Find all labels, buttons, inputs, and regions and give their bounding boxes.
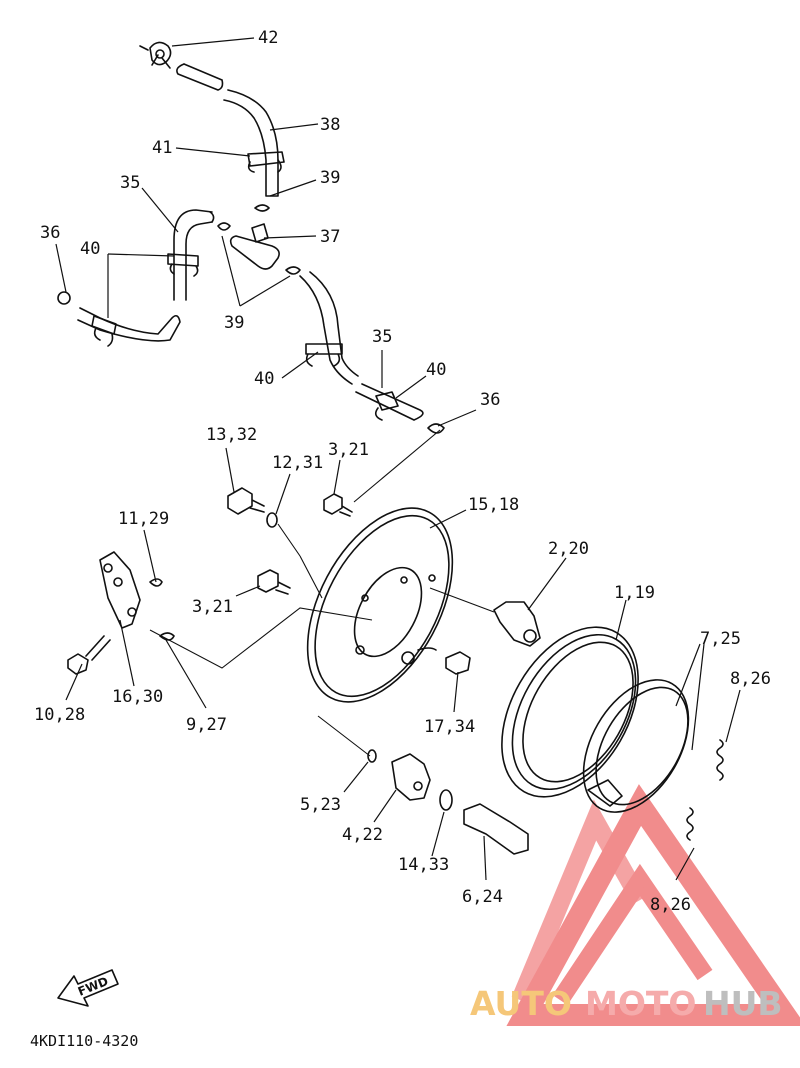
hose-lower-right — [355, 383, 424, 421]
callout-39-lower: 39 — [224, 313, 244, 333]
watermark-logo: AUTO MOTO HUB — [470, 784, 800, 1026]
tee-joint-37 — [229, 223, 280, 270]
camshaft-6-24 — [463, 803, 529, 855]
clamp-41 — [247, 151, 285, 173]
clamp-40-right — [374, 391, 399, 421]
callout-3-21-lower: 3,21 — [192, 597, 233, 617]
brake-backing-plate-15-18 — [306, 507, 454, 703]
washer-14-33 — [439, 789, 453, 811]
clamp-40-mid — [305, 343, 343, 367]
hose-36-left — [77, 307, 181, 342]
clamp-40-lower-left — [91, 315, 117, 347]
brake-arm-11-29-16-30 — [99, 551, 163, 629]
bolt-3-21-upper — [323, 493, 353, 517]
callout-42: 42 — [258, 28, 278, 48]
callout-41: 41 — [152, 138, 172, 158]
callout-12-31: 12,31 — [272, 453, 323, 473]
callout-15-18: 15,18 — [468, 495, 519, 515]
callout-35: 35 — [120, 173, 140, 193]
callout-9-27: 9,27 — [186, 715, 227, 735]
watermark-brand-hub: HUB — [703, 984, 783, 1023]
callout-17-34: 17,34 — [424, 717, 475, 737]
callout-39: 39 — [320, 168, 340, 188]
alignment-lines — [149, 429, 495, 757]
spring-8-26-upper — [716, 739, 724, 781]
callout-7-25: 7,25 — [700, 629, 741, 649]
watermark-triangle-left — [511, 799, 648, 1004]
oring-5-23 — [367, 749, 377, 763]
callout-40-right: 40 — [426, 360, 446, 380]
hose-35-right — [299, 271, 359, 385]
callout-1-19: 1,19 — [614, 583, 655, 603]
pin-9-27 — [159, 632, 175, 641]
watermark-triangle-inner — [552, 863, 713, 1005]
leader-lines — [55, 37, 741, 881]
callout-37: 37 — [320, 227, 340, 247]
clip-36-right — [427, 423, 445, 434]
callout-40-mid: 40 — [254, 369, 274, 389]
callout-36: 36 — [40, 223, 60, 243]
callout-14-33: 14,33 — [398, 855, 449, 875]
watermark-brand-moto: MOTO — [585, 984, 696, 1023]
callout-10-28: 10,28 — [34, 705, 85, 725]
clamp-40-left — [167, 253, 199, 277]
watermark-triangle-outer — [506, 784, 800, 1026]
bolt-13-32 — [227, 487, 265, 515]
bolt-17-34 — [445, 651, 471, 675]
callout-38: 38 — [320, 115, 340, 135]
hose-35-left — [173, 209, 213, 301]
callout-40: 40 — [80, 239, 100, 259]
hose-38 — [223, 89, 279, 197]
callout-5-23: 5,23 — [300, 795, 341, 815]
drawing-code: 4KDI110-4320 — [30, 1032, 138, 1050]
hose-fitting-42 — [139, 41, 172, 69]
watermark-brand-auto: AUTO — [470, 984, 572, 1023]
callout-6-24: 6,24 — [462, 887, 503, 907]
spring-8-26-lower — [686, 807, 694, 841]
callout-8-26-upper: 8,26 — [730, 669, 771, 689]
camshaft-lever-2-20 — [493, 601, 541, 647]
brake-shoes-7-25 — [582, 679, 690, 813]
wear-indicator-4-22 — [391, 753, 431, 801]
callout-4-22: 4,22 — [342, 825, 383, 845]
callout-labels: 42 38 41 39 35 37 36 40 39 35 40 40 36 1… — [34, 28, 771, 915]
breather-hose-assembly — [57, 41, 445, 434]
callout-13-32: 13,32 — [206, 425, 257, 445]
bolt-10-28 — [67, 635, 111, 675]
callout-3-21-upper: 3,21 — [328, 440, 369, 460]
hose-segment-upper — [176, 63, 224, 91]
bolt-3-21-lower — [257, 569, 291, 595]
callout-35-right: 35 — [372, 327, 392, 347]
callout-36-right: 36 — [480, 390, 500, 410]
clip-39-right — [285, 266, 301, 275]
callout-8-26-lower: 8,26 — [650, 895, 691, 915]
clip-36-left — [57, 291, 71, 305]
clip-39-upper — [254, 204, 270, 212]
clip-39-mid — [217, 222, 231, 231]
callout-11-29: 11,29 — [118, 509, 169, 529]
callout-16-30: 16,30 — [112, 687, 163, 707]
fwd-arrow: FWD — [57, 969, 119, 1007]
washer-12-31 — [266, 512, 278, 528]
callout-2-20: 2,20 — [548, 539, 589, 559]
